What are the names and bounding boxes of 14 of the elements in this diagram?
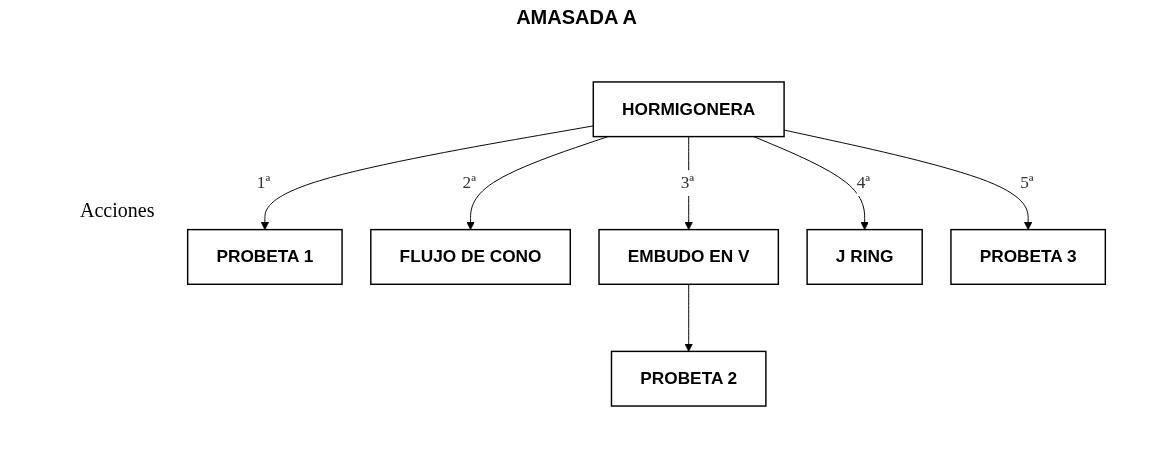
edge-label: 5ª	[1020, 173, 1034, 193]
edge-label: 3ª	[680, 173, 695, 193]
node-box: EMBUDO EN V	[598, 228, 780, 285]
side-label: Acciones	[80, 199, 155, 222]
node-box: HORMIGONERA	[592, 81, 785, 138]
edge-label: 1ª	[256, 173, 271, 193]
edge-label: 2ª	[462, 173, 476, 193]
node-box: FLUJO DE CONO	[370, 228, 571, 285]
node-box: J RING	[806, 228, 923, 285]
diagram-title: AMASADA A	[515, 6, 638, 29]
node-box: PROBETA 1	[186, 228, 343, 285]
node-box: PROBETA 3	[950, 228, 1107, 285]
node-box: PROBETA 2	[610, 350, 767, 407]
edge-label: 4ª	[856, 173, 871, 193]
